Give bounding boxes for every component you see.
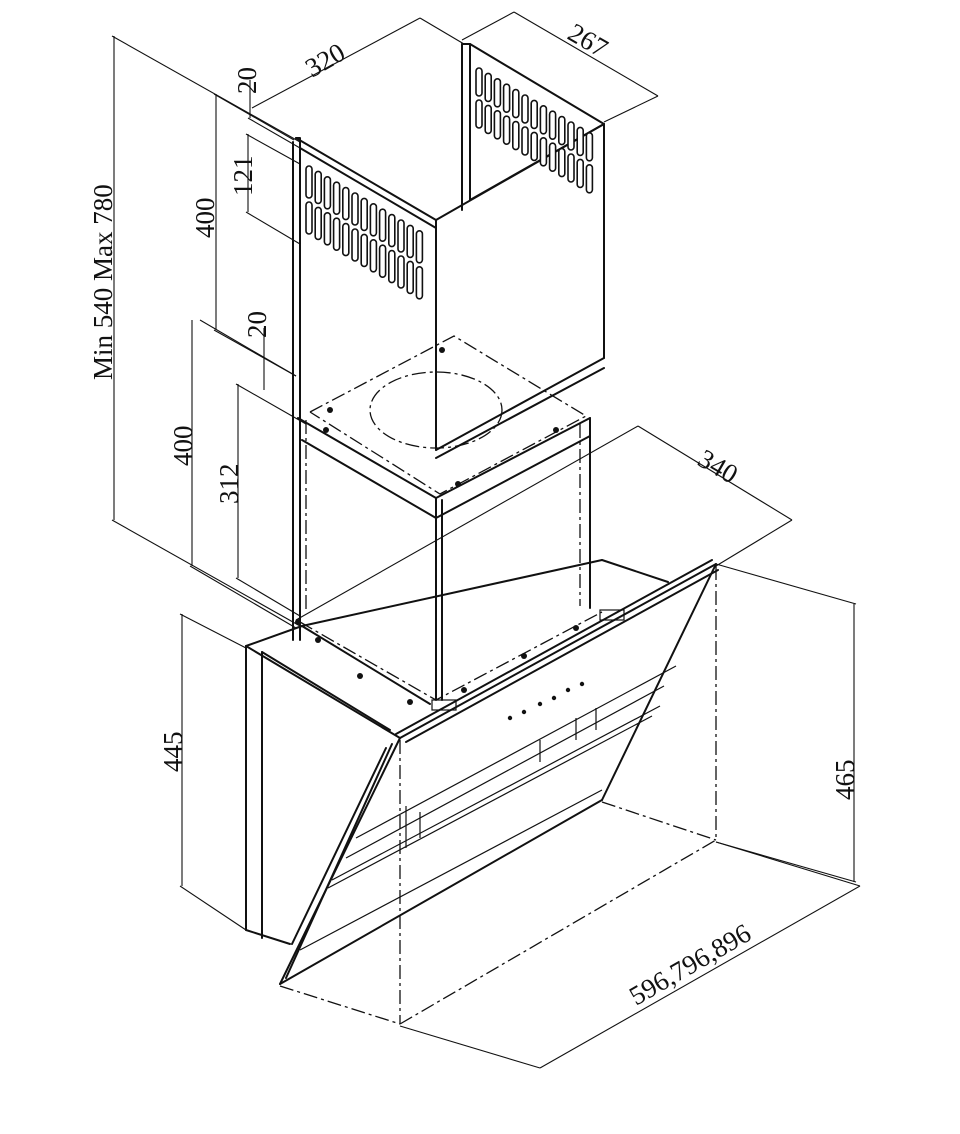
dim-hood-depth: 340 [693,443,743,489]
upper-chimney [292,43,605,641]
vent-slot [360,233,369,268]
vent-slot [585,132,594,162]
vent-slot [502,83,511,113]
vent-slot [493,78,502,108]
lower-chimney [297,335,605,701]
vent-slot [576,126,585,157]
vent-slot [548,110,557,140]
dim-hood-front-height: 465 [830,760,860,801]
vent-slot [360,197,369,232]
vent-slot [557,115,566,146]
vent-slot [406,260,415,295]
dim-vent-height: 121 [228,156,258,197]
front-vent-slots [305,165,424,300]
vent-slot [332,181,341,215]
vent-slot [305,165,313,199]
vent-slot [323,212,332,246]
vent-slot [567,153,575,183]
vent-slot [484,104,493,135]
back-vent-slots [475,67,594,194]
vent-slot [521,94,529,124]
vent-slot [406,224,415,259]
vent-slot [323,176,332,210]
vent-slot [378,244,387,278]
vent-slot [475,67,483,97]
dim-chimney-depth: 267 [563,17,613,63]
vent-slot [530,99,539,130]
vent-slot [314,206,323,241]
dim-hood-widths: 596,796,896 [624,918,756,1011]
vent-slot [502,115,511,145]
vent-slot [387,213,396,248]
dim-lower-chimney-height: 400 [168,426,198,467]
hood-underside-hidden [279,566,717,1025]
vent-slot [521,126,529,156]
vent-slot [548,142,557,172]
vent-slot [475,99,483,129]
dim-chimney-width: 320 [300,37,350,83]
vent-slot [332,217,341,251]
dim-lower-inner-height: 312 [214,464,244,505]
vent-slot [511,88,520,119]
vent-slot [351,228,359,262]
vent-slot [493,110,502,140]
vent-slot [369,239,378,273]
mounting-holes [295,347,579,705]
vent-slot [341,186,350,221]
vent-slot [415,230,424,264]
dim-top-gap: 20 [232,67,262,94]
dim-hood-body-height: 445 [158,732,188,773]
vent-slot [314,170,323,205]
vent-slot [341,222,350,257]
vent-slot [397,219,405,253]
dim-overall-height: Min 540 Max 780 [88,184,118,380]
vent-slot [369,203,378,237]
vent-slot [530,131,539,162]
dimension-lines [111,11,861,1069]
vent-slot [539,105,548,135]
hood-body [245,559,719,985]
dim-mid-gap: 20 [242,311,272,338]
vent-slot [397,255,405,289]
vent-slot [539,137,548,167]
vent-slot [351,192,359,226]
dimension-labels: 320 267 20 121 400 Min 540 Max 780 20 40… [88,17,860,1011]
vent-slot [511,120,520,151]
vent-slot [576,158,585,189]
vent-slot [585,164,594,194]
vent-slot [387,249,396,284]
vent-slot [378,208,387,242]
vent-slot [557,147,566,178]
vent-slot [415,265,424,300]
vent-slot [484,72,493,103]
vent-slot [567,121,575,151]
dim-upper-chimney-height: 400 [190,198,220,239]
vent-slot [305,201,313,235]
